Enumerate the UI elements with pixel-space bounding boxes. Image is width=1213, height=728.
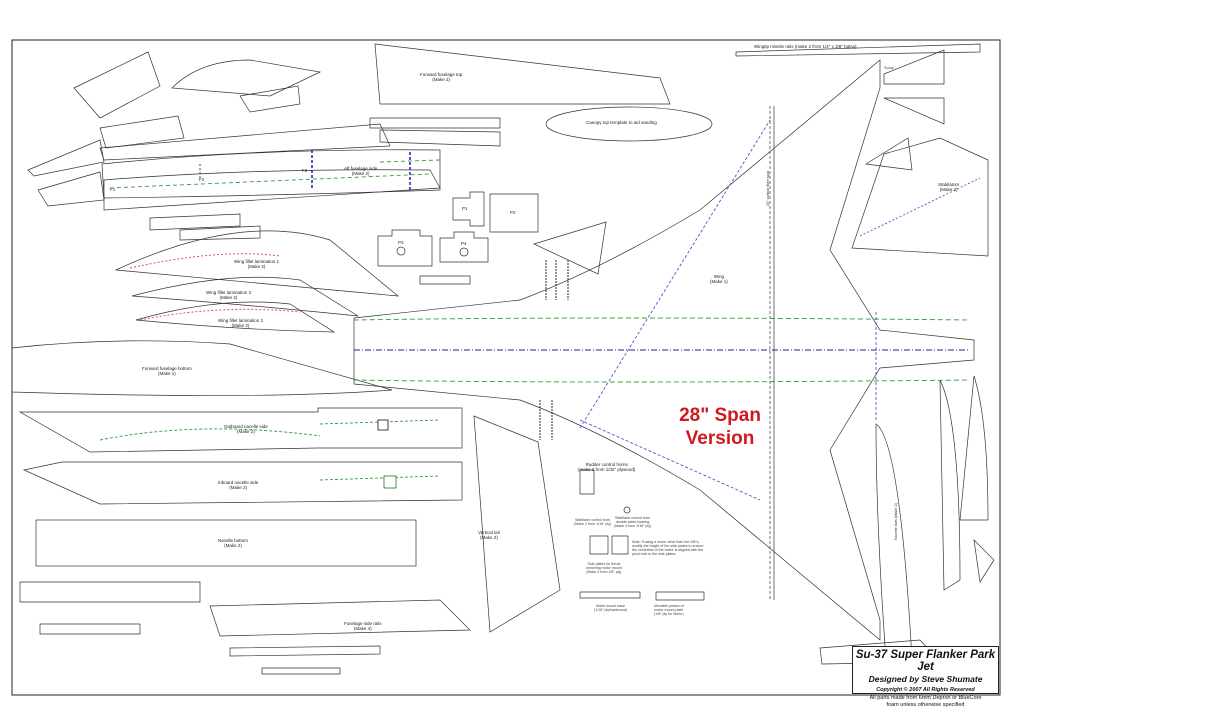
forward-fuselage-top-label: Forward fuselage top(Make 2) (420, 72, 463, 83)
stabilators-label: Stabilators(Make 2) (938, 182, 960, 193)
plan-title: Su-37 Super Flanker Park Jet (855, 649, 996, 673)
vertical-tail-label: Vertical tail(Make 2) (478, 530, 500, 541)
aft-fuselage-side-part (101, 149, 441, 199)
former-p2-label: P2 (510, 210, 516, 215)
forward-fuselage-bottom-part (11, 340, 393, 396)
f3-label: F3 (302, 168, 308, 173)
inboard-nacelle-label: Inboard nacelle side(Make 2) (218, 480, 259, 491)
former-p2 (489, 193, 539, 233)
wing-lamination-3-label: Wing fillet lamination 3(Make 2) (206, 290, 252, 301)
f1-label: F1 (110, 187, 116, 192)
forward-fuselage-top-part (374, 43, 671, 105)
rudder-horns-label: Rudder control horns(make 2 from 1/32" p… (578, 462, 636, 473)
stabilator-part-small (533, 221, 607, 275)
wing-lamination-2-label: Wing fillet lamination 2(Make 2) (218, 318, 264, 329)
material-note: All parts made from 6mm Depron or BlueCo… (869, 695, 982, 708)
former-p4-label: P4 (461, 241, 467, 246)
wingtip-rails-label: Wingtip missile rails (make 2 from 1/4" … (754, 44, 857, 49)
fuselage-side-rails-label: Fuselage side rails(Make 4) (344, 621, 382, 632)
wing-lamination-2-part (135, 301, 336, 333)
nacelle-fairs-part (875, 423, 913, 661)
former-p4 (439, 231, 489, 263)
copyright-line: Copyright © 2007 All Rights Reserved (876, 687, 975, 693)
designer-line: Designed by Steve Shumate (868, 674, 983, 684)
former-p1 (452, 191, 485, 227)
wing-label: Wing(Make 1) (710, 274, 728, 285)
title-block: Su-37 Super Flanker Park Jet Designed by… (852, 646, 999, 708)
inboard-nacelle-part (22, 461, 463, 505)
motor-mount-base-label: Motor mount base(1/16" ply/hardwood) (594, 604, 628, 613)
aft-fuselage-side-label: Aft fuselage side(Make 2) (344, 166, 378, 177)
canopy-template-part (545, 106, 713, 142)
nacelle-bottom-label: Nacelle bottom(Make 2) (218, 538, 249, 549)
canopy-frame-part (73, 51, 161, 119)
carbon-spar-label: 20" carbon fibre spar (766, 170, 770, 206)
scoop-label: Scoop (884, 66, 895, 70)
vertical-tail-part (473, 415, 561, 633)
former-p1-label: P1 (462, 206, 468, 211)
f2-label: F2 (199, 177, 205, 182)
wing-lamination-3-part (131, 276, 359, 317)
nacelle-bottom-part (35, 519, 417, 567)
former-p3-label: P3 (398, 240, 404, 245)
fuselage-side-rails-part (209, 599, 471, 637)
former-p3 (377, 229, 433, 267)
outboard-nacelle-label: Outboard nacelle side(Make 2) (224, 424, 268, 435)
canopy-template-label: Canopy top template to aid sanding (586, 120, 657, 125)
motor-note: Note: If using a motor other than the ME… (632, 540, 704, 557)
wing-part (353, 59, 975, 641)
stabilator-horn-label: Stabilator control horn(Make 2 from 1/16… (574, 518, 612, 527)
wing-lamination-1-label: Wing fillet lamination 1(Make 2) (234, 259, 280, 270)
nacelle-fairs-label: Nacelle fairs (Make 2) (894, 503, 898, 540)
wing-lamination-1-part (114, 230, 400, 297)
outboard-nacelle-part (18, 407, 463, 453)
forward-fuselage-bottom-label: Forward fuselage bottom(Make 1) (142, 366, 192, 377)
span-version-heading: 28" Span Version (679, 405, 761, 449)
stabilators-part (851, 137, 989, 257)
